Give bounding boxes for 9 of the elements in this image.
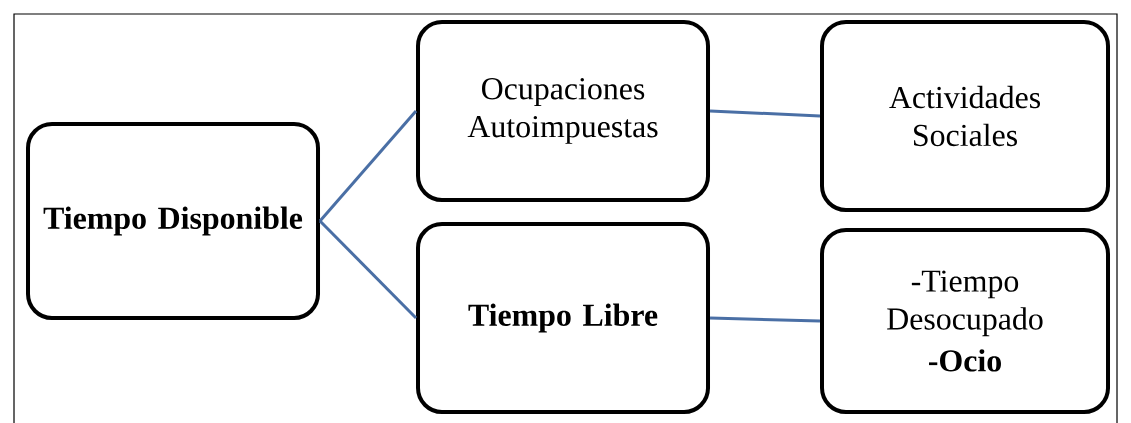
connector-line [318, 219, 418, 320]
rounded-box: Ocupaciones Autoimpuestas [416, 20, 710, 202]
rounded-box: Actividades Sociales [820, 20, 1110, 212]
rounded-box: -Tiempo Desocupado -Ocio [820, 228, 1110, 414]
rounded-box: Tiempo Libre [416, 222, 710, 414]
connector-line [709, 109, 821, 118]
connector-line [709, 316, 821, 323]
rounded-box: Tiempo Disponible [26, 122, 320, 320]
connector-line [318, 110, 418, 222]
